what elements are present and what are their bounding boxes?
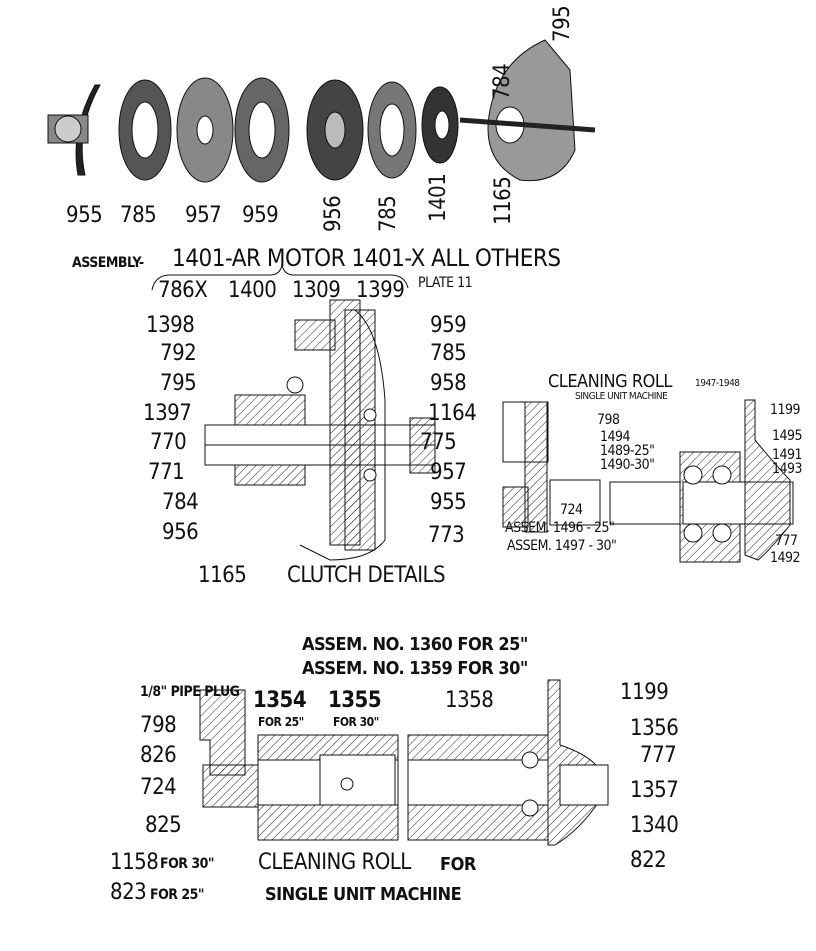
cleaning-roll-1947-section (502, 399, 794, 563)
part-label: 795 (550, 5, 575, 42)
assembly-note: ASSEM. 1497 - 30" (507, 538, 617, 554)
plate-number: PLATE 11 (418, 275, 473, 291)
part-label: 1489-25" (600, 443, 655, 459)
clutch-caption: CLUTCH DETAILS (287, 563, 446, 588)
section-years: 1947-1948 (695, 378, 740, 389)
part-label: 1309 (292, 278, 341, 303)
part-label: 1401 (426, 173, 451, 222)
part-label: 1400 (228, 278, 277, 303)
part-label: 958 (430, 371, 467, 396)
part-label: 1357 (630, 778, 679, 803)
part-label: 777 (775, 533, 798, 549)
part-label: 1494 (600, 429, 631, 445)
exploded-parts (47, 39, 596, 183)
part-label: 775 (420, 430, 457, 455)
part-label: 785 (120, 203, 157, 228)
part-label: 785 (376, 195, 401, 232)
size-note: FOR 30" (333, 715, 379, 729)
part-label: 1158 (110, 850, 159, 875)
size-note: FOR 25" (150, 887, 204, 903)
cleaning-roll-section (199, 679, 609, 846)
part-label: 784 (490, 63, 515, 100)
part-label: 724 (560, 502, 583, 518)
part-1165-housing (459, 39, 596, 182)
part-label: 1358 (445, 688, 494, 713)
part-label: 1397 (143, 401, 192, 426)
part-label: 959 (242, 203, 279, 228)
part-label: 798 (597, 412, 620, 428)
part-label: 1493 (772, 461, 803, 477)
part-label: 777 (640, 743, 677, 768)
part-label: 822 (630, 848, 667, 873)
part-label: 1164 (428, 401, 477, 426)
pipe-plug-label: 1/8" PIPE PLUG (140, 684, 240, 700)
section-caption-for: FOR (440, 854, 476, 875)
bracket-brace (151, 264, 409, 291)
section-caption-sub: SINGLE UNIT MACHINE (265, 884, 462, 905)
part-label: 1340 (630, 813, 679, 838)
part-label: 724 (140, 775, 177, 800)
part-label: 1165 (198, 563, 247, 588)
part-label: 956 (162, 520, 199, 545)
part-label: 1165 (491, 176, 516, 225)
part-label: 1356 (630, 716, 679, 741)
part-label: 957 (430, 460, 467, 485)
size-note: FOR 25" (258, 715, 304, 729)
part-955-pulley (47, 84, 101, 176)
part-label: 1495 (772, 428, 803, 444)
part-label: 957 (185, 203, 222, 228)
part-label: 786X (158, 278, 208, 303)
part-label: 1355 (328, 688, 382, 713)
assembly-note: ASSEM. 1496 - 25" (505, 520, 615, 536)
part-label: 798 (140, 713, 177, 738)
assembly-note: ASSEM. NO. 1360 FOR 25" (302, 634, 528, 655)
part-label: 956 (321, 195, 346, 232)
section-title: CLEANING ROLL (548, 371, 672, 392)
size-note: FOR 30" (160, 856, 214, 872)
section-caption: CLEANING ROLL (258, 850, 411, 875)
part-label: 1491 (772, 447, 803, 463)
part-label: 1199 (770, 402, 801, 418)
part-label: 785 (430, 341, 467, 366)
part-label: 792 (160, 341, 197, 366)
part-label: 959 (430, 313, 467, 338)
part-label: 773 (428, 523, 465, 548)
part-label: 826 (140, 743, 177, 768)
part-label: 1492 (770, 550, 801, 566)
part-label: 1354 (253, 688, 307, 713)
assembly-note: ASSEM. NO. 1359 FOR 30" (302, 658, 528, 679)
assembly-prefix: ASSEMBLY- (72, 255, 144, 271)
part-label: 1399 (356, 278, 405, 303)
part-label: 770 (150, 430, 187, 455)
section-subtitle: SINGLE UNIT MACHINE (575, 391, 668, 402)
part-label: 1199 (620, 680, 669, 705)
clutch-section (204, 299, 436, 561)
part-label: 823 (110, 880, 147, 905)
part-label: 1398 (146, 313, 195, 338)
part-label: 955 (66, 203, 103, 228)
part-label: 784 (162, 490, 199, 515)
assembly-title: 1401-AR MOTOR 1401-X ALL OTHERS (172, 244, 561, 272)
part-label: 1490-30" (600, 457, 655, 473)
part-label: 955 (430, 490, 467, 515)
part-label: 825 (145, 813, 182, 838)
part-label: 795 (160, 371, 197, 396)
part-label: 771 (148, 460, 185, 485)
